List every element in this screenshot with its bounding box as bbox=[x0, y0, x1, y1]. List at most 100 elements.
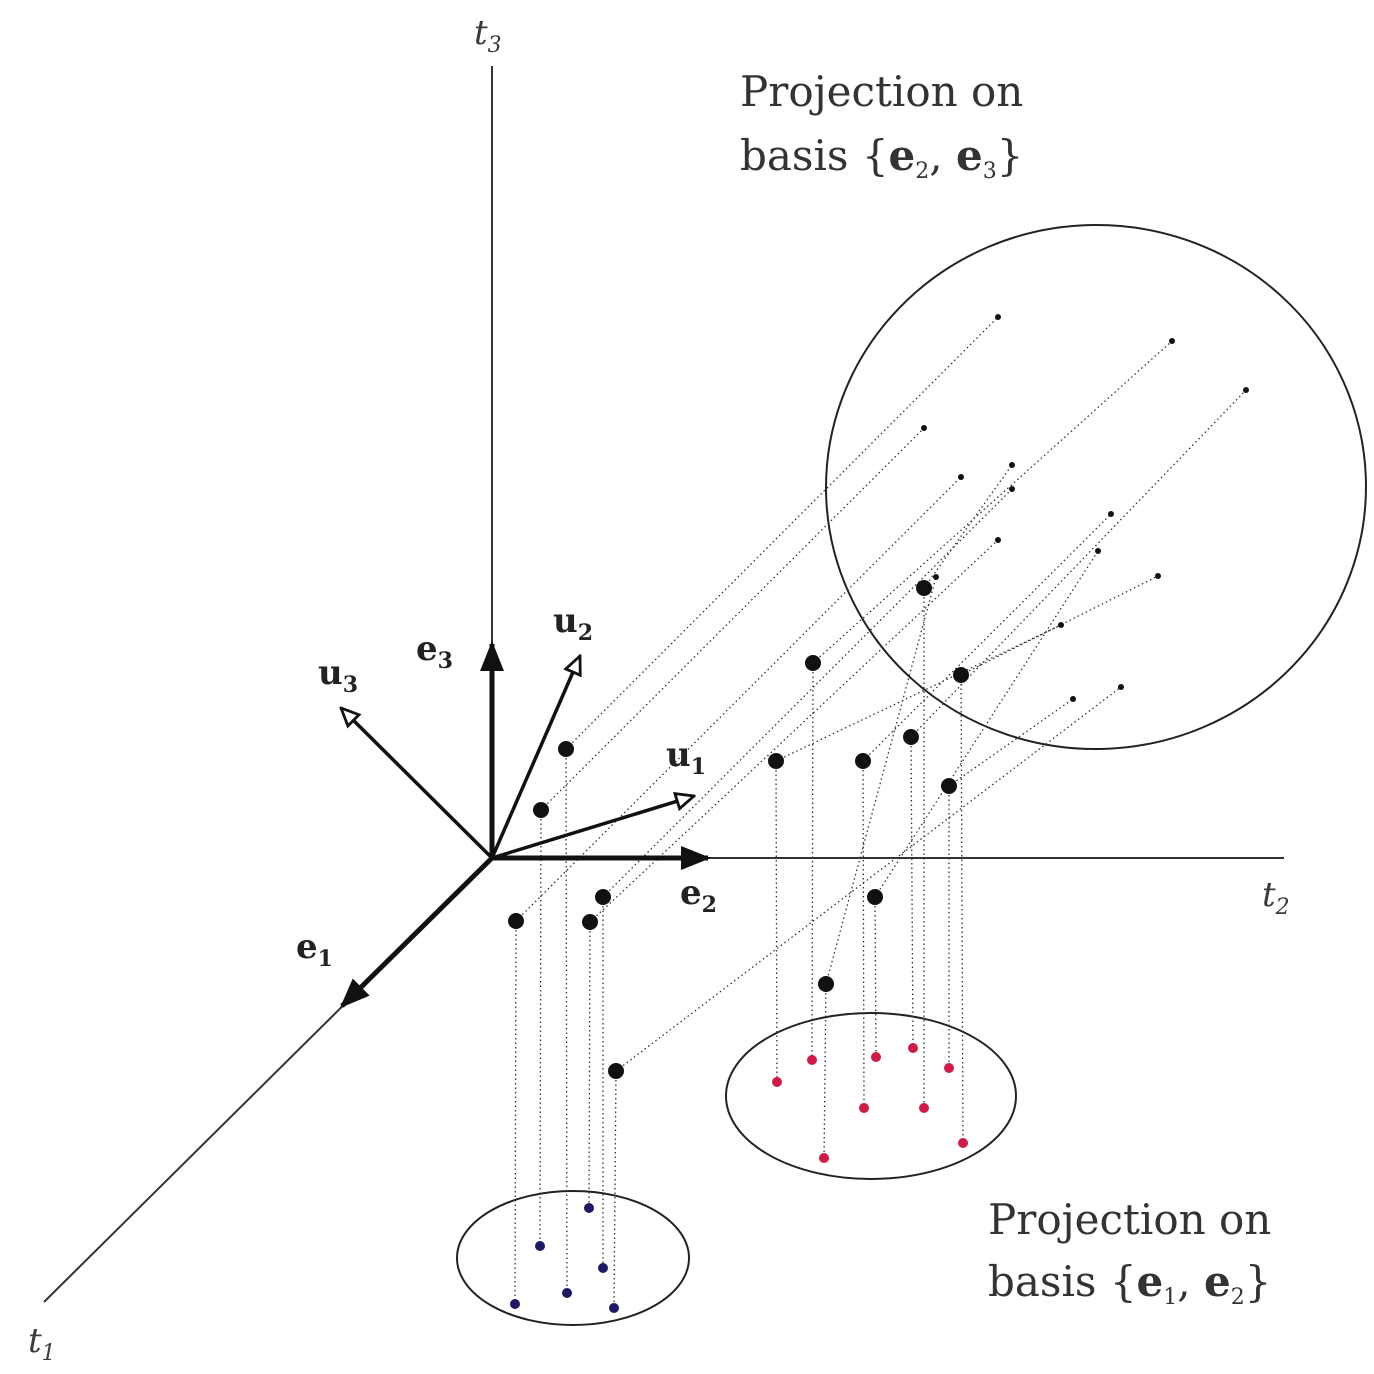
projected-point-e2e3 bbox=[995, 537, 1001, 543]
label-e1: e1 bbox=[296, 927, 333, 972]
projected-point-e2e3 bbox=[1108, 511, 1114, 517]
projected-point-e1e2 bbox=[919, 1103, 929, 1113]
data-point bbox=[903, 729, 919, 745]
projected-point-e2e3 bbox=[958, 474, 964, 480]
projection-line-e1e2 bbox=[874, 896, 877, 1058]
projection-regions bbox=[456, 223, 1367, 1326]
projection-line-e1e2 bbox=[539, 809, 542, 1247]
data-point bbox=[608, 1063, 624, 1079]
projection-lines bbox=[514, 316, 1247, 1309]
projected-points-e2e3 bbox=[921, 314, 1249, 702]
projected-point-e1e2 bbox=[510, 1299, 520, 1309]
projection-line-e1e2 bbox=[588, 921, 591, 1209]
projected-point-e2e3 bbox=[1155, 573, 1161, 579]
projection-line-e1e2 bbox=[862, 760, 865, 1109]
projection-line-e2e3 bbox=[960, 575, 1159, 676]
ellipse-e2e3 bbox=[825, 223, 1367, 751]
label-t3: t3 bbox=[474, 13, 502, 58]
annotation-e1e2-line1: Projection on bbox=[988, 1195, 1271, 1244]
data-point bbox=[916, 580, 932, 596]
data-point bbox=[867, 889, 883, 905]
data-point bbox=[953, 667, 969, 683]
projected-point-e2e3 bbox=[995, 314, 1001, 320]
annotation-e2e3: Projection on basis {e2, e3} bbox=[740, 67, 1023, 184]
data-point bbox=[533, 802, 549, 818]
projected-point-e1e2 bbox=[908, 1043, 918, 1053]
projected-point-e1e2 bbox=[598, 1263, 608, 1273]
data-point bbox=[595, 889, 611, 905]
projected-point-e2e3 bbox=[1095, 548, 1101, 554]
projected-point-e2e3 bbox=[1070, 696, 1076, 702]
label-e2: e2 bbox=[680, 873, 717, 918]
data-point bbox=[805, 655, 821, 671]
projected-point-e1e2 bbox=[609, 1303, 619, 1313]
projection-line-e1e2 bbox=[960, 674, 964, 1144]
vector-u2 bbox=[490, 656, 580, 859]
data-point bbox=[582, 914, 598, 930]
projected-point-e1e2 bbox=[772, 1077, 782, 1087]
vector-e1 bbox=[339, 856, 494, 1009]
projected-point-e1e2 bbox=[859, 1103, 869, 1113]
projection-line-e2e3 bbox=[602, 488, 1013, 898]
ellipse-e1e2-right bbox=[725, 1012, 1017, 1180]
label-u2: u2 bbox=[553, 601, 593, 646]
projected-point-e1e2 bbox=[535, 1241, 545, 1251]
projection-line-e2e3 bbox=[515, 476, 962, 922]
projected-point-e1e2 bbox=[807, 1055, 817, 1065]
axes bbox=[43, 66, 1284, 1303]
projection-line-e1e2 bbox=[811, 662, 814, 1061]
data-point bbox=[768, 753, 784, 769]
label-t1: t1 bbox=[28, 1321, 56, 1366]
projection-line-e2e3 bbox=[948, 698, 1074, 787]
basis-vectors bbox=[339, 641, 711, 1009]
projected-point-e2e3 bbox=[1118, 684, 1124, 690]
projected-point-e1e2 bbox=[584, 1203, 594, 1213]
data-points-3d bbox=[508, 580, 969, 1079]
label-u3: u3 bbox=[318, 653, 358, 698]
data-point bbox=[855, 753, 871, 769]
projected-points-e1e2-right bbox=[772, 1043, 968, 1163]
label-u1: u1 bbox=[666, 735, 706, 780]
projection-line-e2e3 bbox=[565, 316, 999, 750]
vector-u1 bbox=[491, 796, 694, 860]
projected-point-e2e3 bbox=[933, 574, 939, 580]
data-point bbox=[941, 778, 957, 794]
projection-line-e2e3 bbox=[589, 539, 999, 923]
projection-line-e2e3 bbox=[812, 340, 1173, 664]
projected-point-e1e2 bbox=[871, 1052, 881, 1062]
projected-point-e2e3 bbox=[1058, 622, 1064, 628]
projected-point-e2e3 bbox=[1243, 387, 1249, 393]
projection-line-e1e2 bbox=[613, 1070, 617, 1309]
projected-point-e1e2 bbox=[958, 1138, 968, 1148]
annotation-e2e3-line2: basis {e2, e3} bbox=[740, 131, 1023, 184]
annotation-e2e3-line1: Projection on bbox=[740, 67, 1023, 116]
projected-point-e1e2 bbox=[944, 1063, 954, 1073]
data-point bbox=[508, 913, 524, 929]
projection-line-e1e2 bbox=[910, 736, 914, 1049]
projection-line-e2e3 bbox=[775, 624, 1062, 762]
vector-u3 bbox=[341, 708, 494, 860]
projection-line-e1e2 bbox=[823, 983, 827, 1159]
projected-point-e2e3 bbox=[1169, 338, 1175, 344]
data-point bbox=[818, 976, 834, 992]
projection-line-e1e2 bbox=[514, 920, 517, 1305]
projection-line-e2e3 bbox=[874, 550, 1099, 898]
projected-point-e2e3 bbox=[1009, 462, 1015, 468]
data-point bbox=[558, 741, 574, 757]
projection-line-e2e3 bbox=[910, 389, 1247, 738]
projection-line-e2e3 bbox=[923, 464, 1013, 589]
projected-point-e2e3 bbox=[921, 425, 927, 431]
projected-point-e2e3 bbox=[1009, 486, 1015, 492]
projected-point-e1e2 bbox=[562, 1288, 572, 1298]
projected-point-e1e2 bbox=[819, 1153, 829, 1163]
projection-line-e2e3 bbox=[862, 513, 1112, 762]
annotation-e1e2-line2: basis {e1, e2} bbox=[988, 1257, 1271, 1310]
ellipse-e1e2-left bbox=[456, 1190, 690, 1326]
projection-line-e1e2 bbox=[565, 748, 568, 1294]
label-t2: t2 bbox=[1262, 875, 1290, 920]
label-e3: e3 bbox=[416, 629, 453, 674]
projection-line-e2e3 bbox=[540, 427, 925, 811]
projection-line-e2e3 bbox=[825, 576, 937, 985]
projected-points-e1e2-left bbox=[510, 1203, 619, 1313]
